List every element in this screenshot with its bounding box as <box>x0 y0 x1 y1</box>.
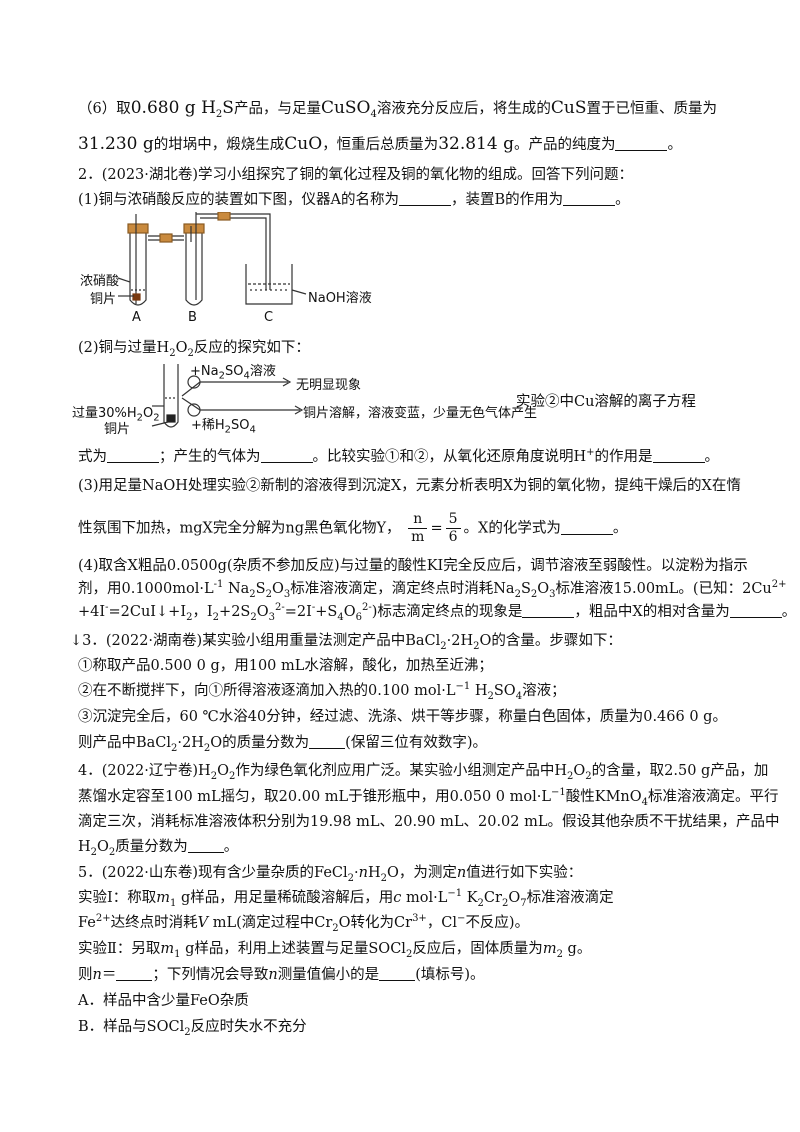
label-a: A <box>132 310 141 325</box>
p2-q2: (2)铜与过量H2O2反应的探究如下： <box>78 340 310 359</box>
p5-option-a: A．样品中含少量FeO杂质 <box>78 993 249 1009</box>
q6-line-1: （6）取0.680 g H2S产品，与足量CuSO4溶液充分反应后，将生成的Cu… <box>78 98 717 120</box>
p4-line-2: 蒸馏水定容至100 mL摇匀，取20.00 mL于锥形瓶中，用0.050 0 m… <box>78 787 779 808</box>
answer-blank[interactable] <box>615 135 668 151</box>
answer-blank[interactable] <box>260 447 313 463</box>
answer-blank[interactable] <box>309 733 346 749</box>
label-naoh-solution: NaOH溶液 <box>308 291 372 306</box>
apparatus-figure <box>117 212 307 306</box>
p2-q4-line-1: (4)取含X粗品0.0500g(杂质不参加反应)与过量的酸性KI完全反应后，调节… <box>78 558 748 574</box>
label-add-na2so4: +Na2SO4溶液 <box>190 364 276 382</box>
rubber-joint-bc <box>217 212 231 221</box>
p5-line-5: 则n＝；下列情况会导致n测量值偏小的是(填标号)。 <box>78 965 485 983</box>
stopper-a <box>127 223 149 234</box>
p3-step-3: ③沉淀完全后，60 ℃水浴40分钟，经过滤、洗涤、烘干等步骤，称量白色固体，质量… <box>78 709 727 725</box>
p2-q3-line-1: (3)用足量NaOH处理实验②新制的溶液得到沉淀X，元素分析表明X为铜的氧化物，… <box>78 478 741 494</box>
label-excess-h2o2: 过量30%H2O2 <box>72 406 160 424</box>
p2-q1: (1)铜与浓硝酸反应的装置如下图，仪器A的名称为，装置B的作用为。 <box>78 190 630 208</box>
q6-line-2: 31.230 g的坩埚中，煅烧生成CuO，恒重后总质量为32.814 g。产品的… <box>78 134 682 154</box>
h2o2-experiment-figure <box>151 364 304 428</box>
label-copper-foil-2: 铜片 <box>104 422 131 437</box>
p4-line-1: 4．(2022·辽宁卷)H2O2作为绿色氧化剂应用广泛。某实验小组测定产品中H2… <box>78 763 769 782</box>
p3-step-2: ②在不断搅拌下，向①所得溶液逐滴加入热的0.100 mol·L−1 H2SO4溶… <box>78 681 566 702</box>
p4-line-3: 滴定三次，消耗标准溶液体积分别为19.98 mL、20.90 mL、20.02 … <box>78 814 780 830</box>
p5-line-4: 实验Ⅱ：另取m1 g样品，利用上述装置与足量SOCl2反应后，固体质量为m2 g… <box>78 941 592 960</box>
stopper-b <box>183 223 205 234</box>
p3-step-1: ①称取产品0.500 0 g，用100 mL水溶解，酸化，加热至近沸； <box>78 658 493 674</box>
label-copper-foil: 铜片 <box>90 292 117 307</box>
label-b: B <box>188 310 197 325</box>
p2-q2-side-text: 实验②中Cu溶解的离子方程 <box>516 394 696 410</box>
answer-blank[interactable] <box>107 447 159 463</box>
p2-heading: 2．(2023·湖北卷)学习小组探究了铜的氧化过程及铜的氧化物的组成。回答下列问… <box>78 167 634 183</box>
label-c: C <box>264 310 274 325</box>
p2-q2-line-2: 式为；产生的气体为。比较实验①和②，从氧化还原角度说明H+的作用是。 <box>78 447 720 465</box>
answer-blank[interactable] <box>522 602 575 618</box>
label-copper-dissolves: 铜片溶解，溶液变蓝，少量无色气体产生 <box>303 406 538 421</box>
test-tube <box>163 364 179 428</box>
p3-answer: 则产品中BaCl2·2H2O的质量分数为(保留三位有效数字)。 <box>78 733 487 754</box>
answer-blank[interactable] <box>560 519 613 535</box>
test-tube-a <box>129 232 147 306</box>
answer-blank[interactable] <box>379 965 416 981</box>
answer-blank[interactable] <box>187 837 224 853</box>
answer-blank[interactable] <box>729 602 782 618</box>
p5-line-2: 实验Ⅰ：称取m1 g样品，用足量稀硫酸溶解后，用c mol·L−1 K2Cr2O… <box>78 888 614 909</box>
answer-blank[interactable] <box>652 447 705 463</box>
p5-line-3: Fe2+达终点时消耗V mL(滴定过程中Cr2O转化为Cr3+，Cl−不反应)。 <box>78 913 530 934</box>
p5-option-b: B．样品与SOCl2反应时失水不充分 <box>78 1019 307 1038</box>
test-tube-b <box>185 232 203 306</box>
answer-blank[interactable] <box>399 190 452 206</box>
label-conc-nitric-acid: 浓硝酸 <box>80 274 120 289</box>
p5-line-1: 5．(2022·山东卷)现有含少量杂质的FeCl2·nH2O，为测定n值进行如下… <box>78 865 583 884</box>
rubber-joint-ab <box>159 233 173 243</box>
p4-line-4: H2O2质量分数为。 <box>78 837 239 858</box>
answer-blank[interactable] <box>563 190 616 206</box>
p2-q4-line-3: +4I-=2CuI↓+I2，I2+2S2O32-=2I-+S4O62-)标志滴定… <box>78 602 797 623</box>
p2-q4-line-2: 剂，用0.1000mol·L-1 Na2S2O3标准溶液滴定，滴定终点时消耗Na… <box>78 579 787 600</box>
p3-heading: ↓3．(2022·湖南卷)某实验小组用重量法测定产品中BaCl2·2H2O的含量… <box>70 633 622 652</box>
label-no-visible-change: 无明显现象 <box>296 378 362 393</box>
answer-blank[interactable] <box>116 965 153 981</box>
beaker-c <box>245 264 293 305</box>
label-add-dilute-h2so4: +稀H2SO4 <box>191 418 256 436</box>
branch-1-arrow <box>181 381 288 397</box>
